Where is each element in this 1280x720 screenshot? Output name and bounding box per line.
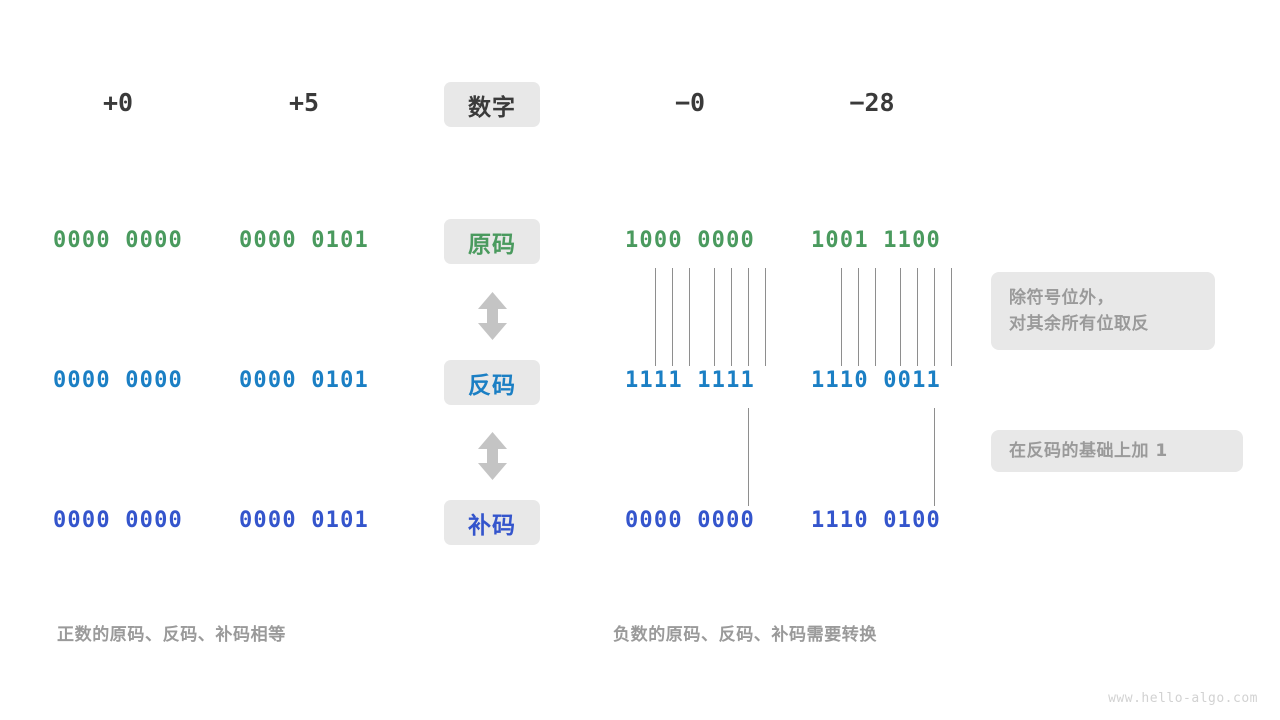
value-true-form-pos0: 0000 0000 (52, 228, 183, 253)
note-add-one: 在反码的基础上加 1 (991, 430, 1243, 472)
header-neg0: −0 (674, 88, 706, 117)
badge-row-twos-complement-text: 补码 (468, 512, 516, 539)
double-arrow-up-down-bottom (476, 432, 509, 484)
badge-column-label: 数字 (444, 82, 540, 127)
note-invert-bits-line2: 对其余所有位取反 (1009, 314, 1149, 334)
connector-invert-neg28-bit2 (858, 268, 859, 366)
note-invert-bits-line1: 除符号位外， (1009, 287, 1114, 308)
connector-invert-neg0-bit5 (731, 268, 732, 366)
connector-invert-neg0-bit1 (655, 268, 656, 366)
badge-column-label-text: 数字 (468, 94, 516, 121)
connector-invert-neg0-bit2 (672, 268, 673, 366)
double-arrow-up-down-top (476, 292, 509, 344)
value-twos-complement-neg0: 0000 0000 (624, 508, 755, 533)
connector-invert-neg28-bit4 (900, 268, 901, 366)
value-true-form-pos5: 0000 0101 (238, 228, 369, 253)
badge-row-ones-complement-text: 反码 (468, 372, 516, 399)
connector-invert-neg0-bit6 (748, 268, 749, 366)
badge-row-ones-complement: 反码 (444, 360, 540, 405)
connector-invert-neg0-bit7 (765, 268, 766, 366)
badge-row-twos-complement: 补码 (444, 500, 540, 545)
badge-row-true-form: 原码 (444, 219, 540, 264)
value-twos-complement-pos5: 0000 0101 (238, 508, 369, 533)
badge-row-true-form-text: 原码 (468, 231, 516, 258)
connector-invert-neg28-bit7 (951, 268, 952, 366)
connector-invert-neg0-bit4 (714, 268, 715, 366)
connector-addone-neg0 (748, 408, 749, 506)
value-ones-complement-pos0: 0000 0000 (52, 368, 183, 393)
value-true-form-neg0: 1000 0000 (624, 228, 755, 253)
header-pos0: +0 (102, 88, 134, 117)
value-ones-complement-pos5: 0000 0101 (238, 368, 369, 393)
connector-invert-neg28-bit1 (841, 268, 842, 366)
connector-invert-neg28-bit6 (934, 268, 935, 366)
value-ones-complement-neg0: 1111 1111 (624, 368, 755, 393)
connector-addone-neg28 (934, 408, 935, 506)
site-watermark: www.hello-algo.com (1108, 691, 1258, 706)
connector-invert-neg0-bit3 (689, 268, 690, 366)
note-invert-bits: 除符号位外， 对其余所有位取反 (991, 272, 1215, 350)
value-twos-complement-neg28: 1110 0100 (810, 508, 941, 533)
caption-negative: 负数的原码、反码、补码需要转换 (613, 625, 877, 645)
value-true-form-neg28: 1001 1100 (810, 228, 941, 253)
caption-positive: 正数的原码、反码、补码相等 (57, 625, 286, 645)
note-add-one-line1: 在反码的基础上加 1 (1009, 440, 1168, 461)
connector-invert-neg28-bit3 (875, 268, 876, 366)
value-ones-complement-neg28: 1110 0011 (810, 368, 941, 393)
header-neg28: −28 (849, 88, 895, 117)
header-pos5: +5 (288, 88, 320, 117)
connector-invert-neg28-bit5 (917, 268, 918, 366)
value-twos-complement-pos0: 0000 0000 (52, 508, 183, 533)
